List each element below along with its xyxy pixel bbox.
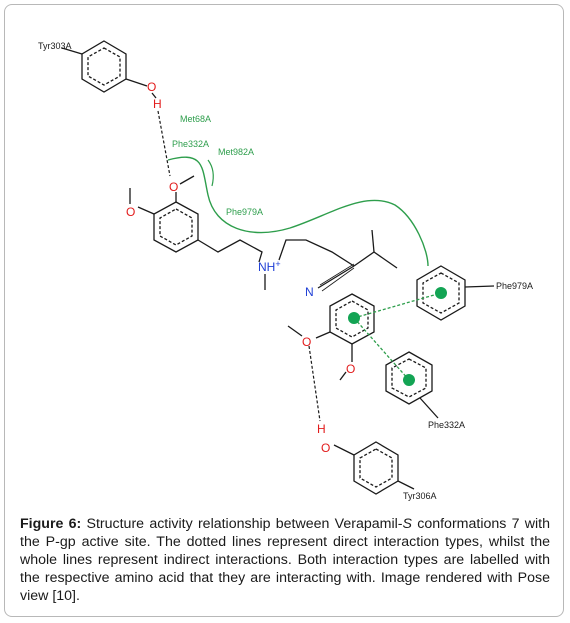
- hydrophobic-contact-curve: [167, 156, 429, 267]
- phe979-ring-inner: [422, 272, 460, 314]
- label-phe979-ring: Phe979A: [496, 281, 533, 291]
- label-met982: Met982A: [218, 147, 254, 157]
- caption-text-b: conformations 7 with the P-gp active sit…: [20, 516, 550, 604]
- atom-o-methoxy-low1: O: [302, 335, 311, 349]
- hydrophobic-contact-short: [207, 159, 214, 187]
- ring-centroid-phe332: [403, 374, 415, 386]
- atom-h-tyr306: H: [317, 422, 326, 436]
- atom-o-methoxy-top: O: [169, 180, 178, 194]
- ring-centroid-phe979: [435, 287, 447, 299]
- phe332-ring-inner: [391, 358, 427, 398]
- pi-stack-phe979: [353, 292, 442, 319]
- caption-text-a: Structure activity relationship between …: [81, 516, 403, 532]
- atom-o-methoxy-low2: O: [346, 362, 355, 376]
- atom-n-nitrile: N: [305, 285, 314, 299]
- tyr303-ring-inner: [87, 47, 121, 86]
- caption-label: Figure 6:: [20, 516, 82, 532]
- hbond-tyr306: [308, 345, 321, 422]
- upper-aryl-ring-inner: [159, 208, 193, 246]
- tyr306-ring-inner: [359, 448, 393, 488]
- phe332-ring: [385, 351, 433, 405]
- atom-o-tyr303: O: [147, 80, 156, 94]
- atom-h-tyr303: H: [153, 97, 162, 111]
- figure-caption: Figure 6: Structure activity relationshi…: [20, 515, 550, 605]
- lower-aryl-ring-inner: [335, 300, 369, 338]
- label-phe332-top: Phe332A: [172, 139, 209, 149]
- label-tyr306: Tyr306A: [403, 491, 437, 501]
- label-tyr303: Tyr303A: [38, 41, 72, 51]
- hbond-tyr303: [157, 110, 171, 177]
- label-met68: Met68A: [180, 114, 211, 124]
- caption-italic: S: [402, 516, 412, 532]
- pi-stack-phe332: [353, 317, 410, 381]
- atom-n-amine: NH+: [258, 259, 281, 274]
- atom-o-tyr306: O: [321, 441, 330, 455]
- ring-centroid-lower: [348, 312, 360, 324]
- phe979-ring: [416, 265, 466, 321]
- atom-o-methoxy-left: O: [126, 205, 135, 219]
- label-phe979-mid: Phe979A: [226, 207, 263, 217]
- label-phe332-ring: Phe332A: [428, 420, 465, 430]
- figure-frame: [4, 4, 564, 617]
